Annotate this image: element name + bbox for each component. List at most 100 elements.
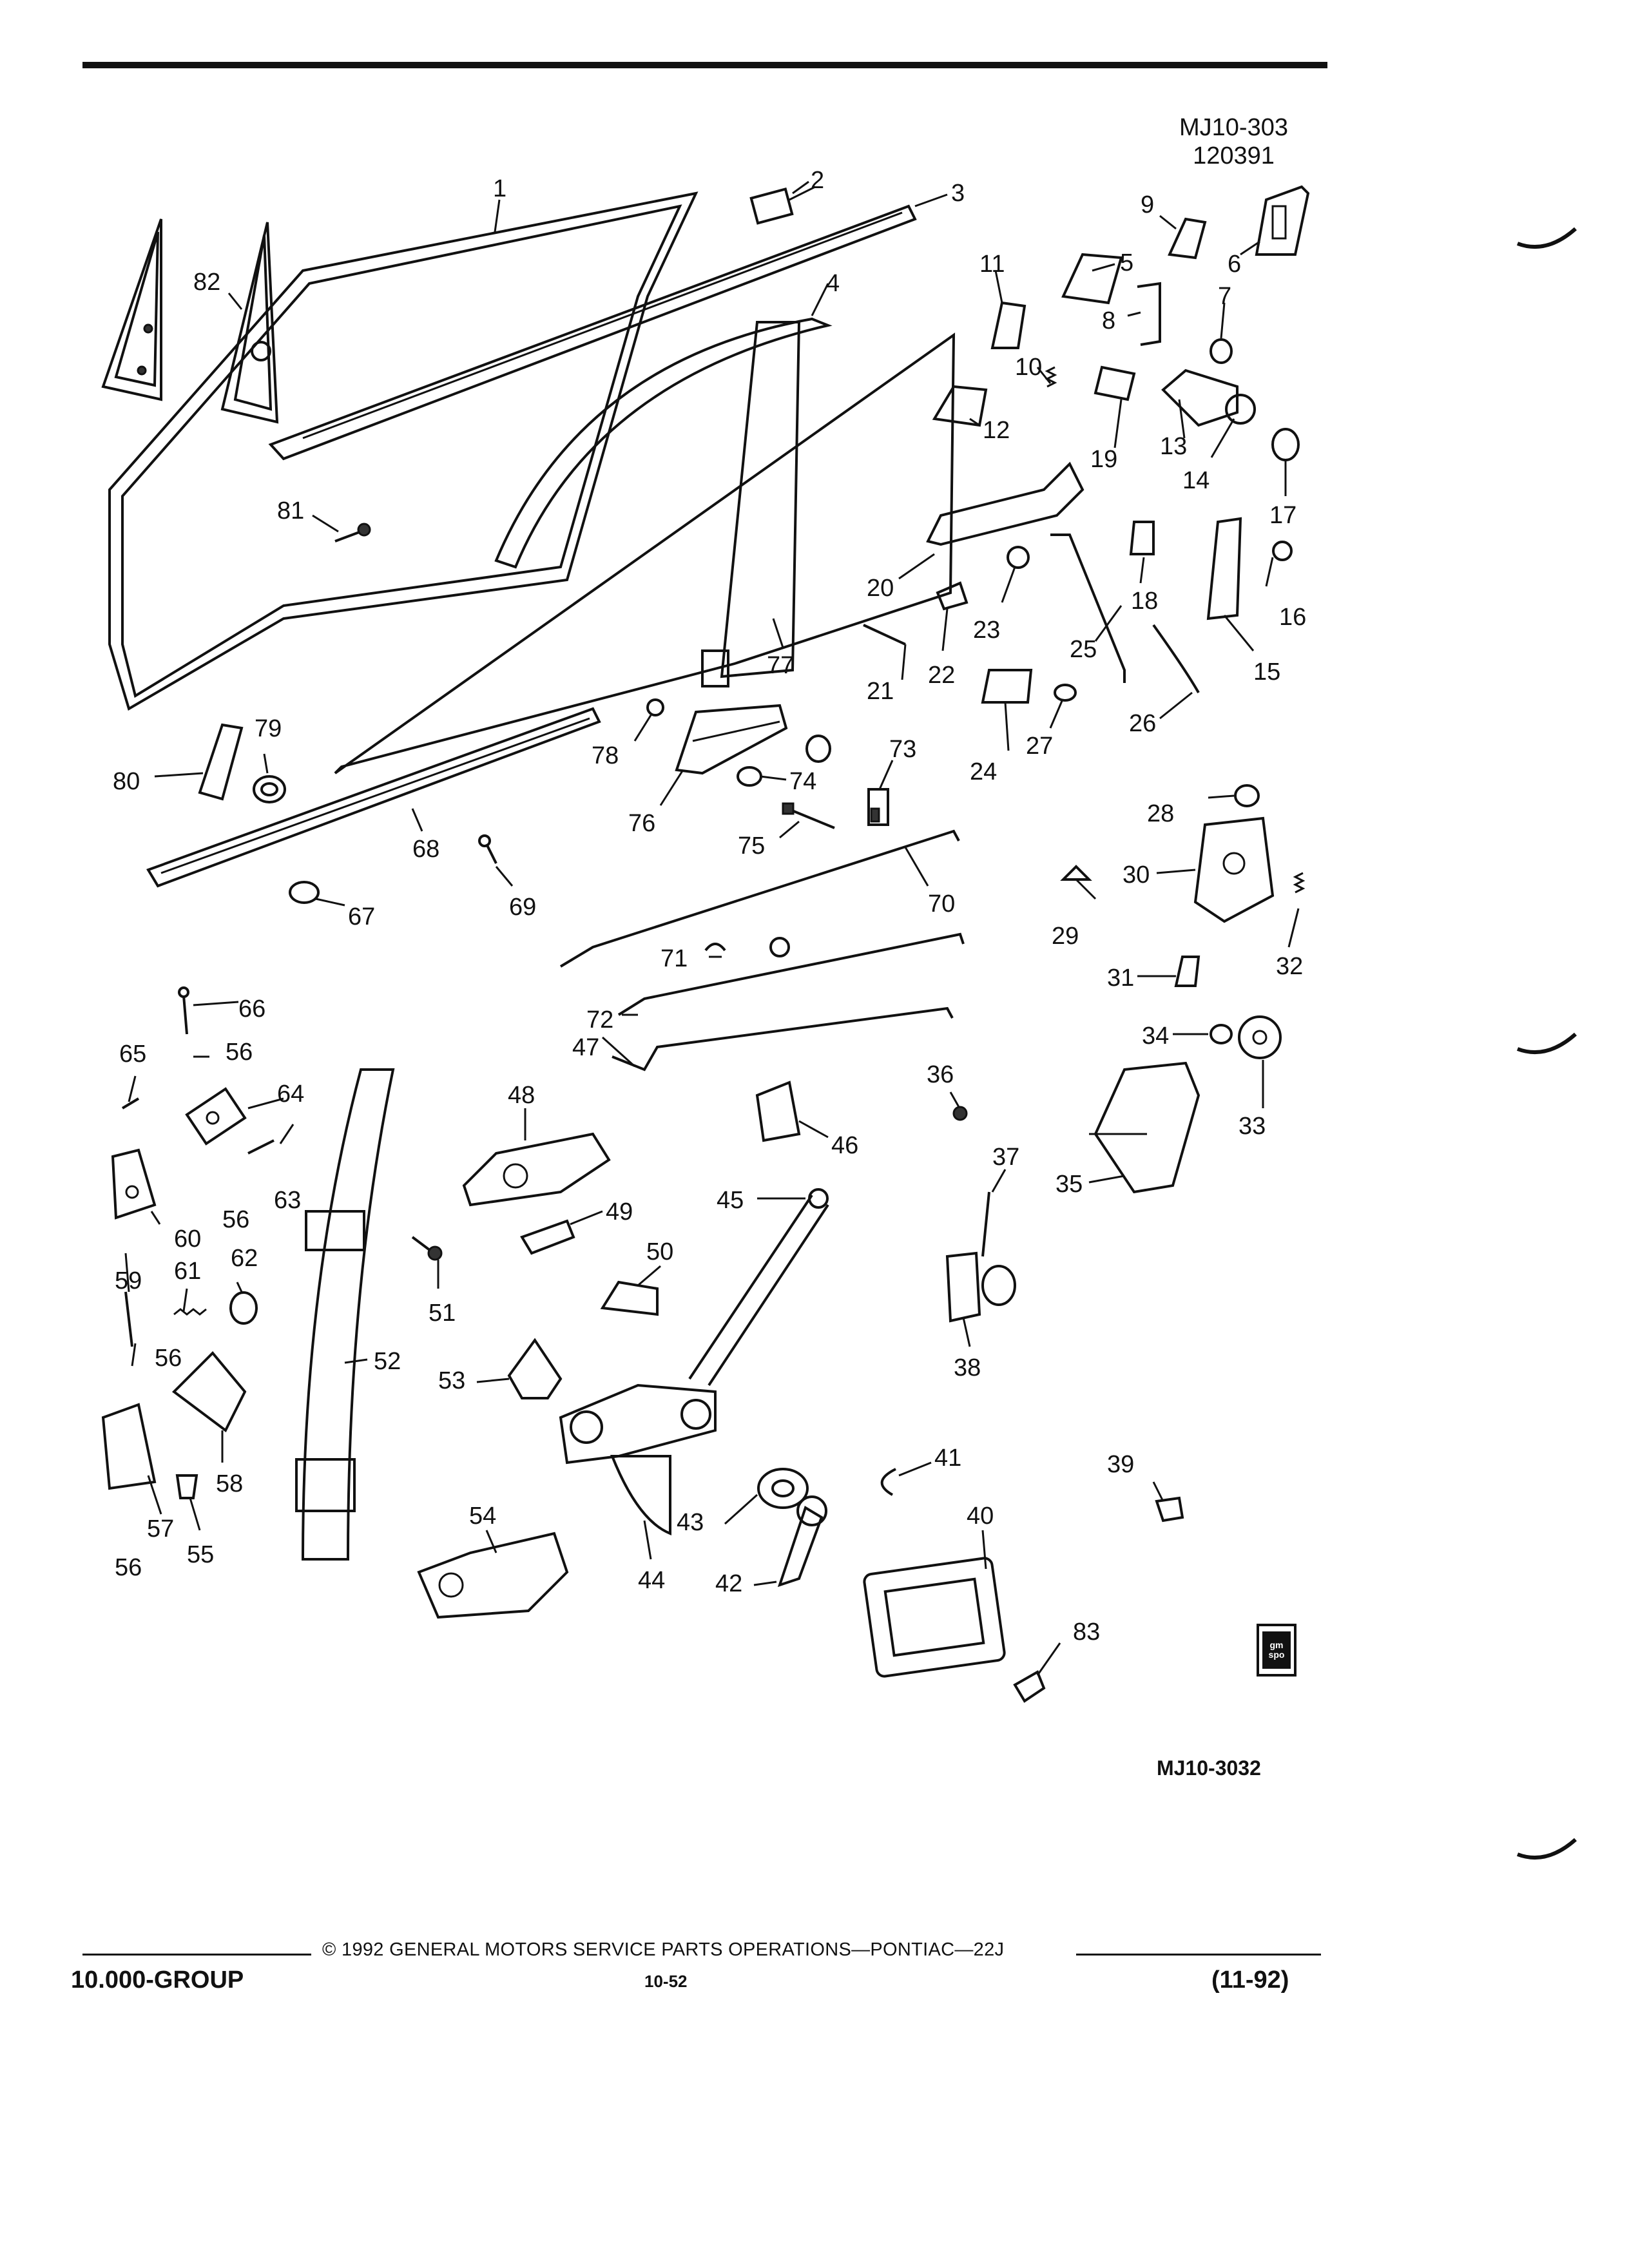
part-59-pin	[124, 1291, 133, 1347]
callout-73: 73	[889, 736, 916, 763]
part-32-spring	[1293, 872, 1306, 894]
callout-58: 58	[216, 1470, 243, 1497]
callout-39: 39	[1107, 1451, 1134, 1478]
callout-9: 9	[1141, 191, 1154, 218]
callout-31: 31	[1107, 965, 1134, 992]
part-29-clip	[1060, 865, 1092, 881]
callout-62: 62	[231, 1245, 258, 1272]
callout-37: 37	[992, 1144, 1019, 1171]
part-24-bracket	[981, 669, 1033, 704]
callout-79: 79	[255, 715, 282, 742]
callout-46: 46	[831, 1132, 858, 1159]
part-27-clip	[1054, 684, 1077, 702]
callout-42: 42	[715, 1570, 742, 1597]
callout-72: 72	[586, 1006, 613, 1033]
callout-22: 22	[928, 662, 955, 689]
callout-34: 34	[1142, 1023, 1169, 1050]
callout-45: 45	[717, 1187, 744, 1214]
callout-44: 44	[638, 1567, 665, 1594]
callout-26: 26	[1129, 710, 1156, 737]
part-63-bolt	[247, 1139, 275, 1155]
part-64-hinge	[185, 1087, 247, 1146]
callout-48: 48	[508, 1082, 535, 1109]
part-58-hinge	[171, 1351, 247, 1433]
callout-70: 70	[928, 890, 955, 918]
callout-3: 3	[951, 180, 965, 207]
part-67-grommet	[289, 881, 320, 904]
part-48-outside-handle-lock	[462, 1132, 611, 1207]
part-82-vent-window-seals	[101, 218, 279, 424]
part-9-bracket	[1168, 217, 1207, 260]
part-40-handle-bezel	[863, 1557, 1006, 1678]
part-41-clip	[880, 1468, 896, 1496]
part-75-bolt	[782, 802, 835, 829]
callout-50: 50	[646, 1238, 673, 1265]
footer-copyright: © 1992 GENERAL MOTORS SERVICE PARTS OPER…	[322, 1939, 1005, 1960]
part-83-clip	[1013, 1670, 1046, 1703]
part-10-spring	[1045, 366, 1057, 388]
margin-mark-1	[1516, 227, 1577, 249]
part-34-washer	[1210, 1024, 1233, 1044]
gm-spo-logo: gm spo	[1257, 1624, 1296, 1677]
part-53-bracket	[507, 1338, 563, 1399]
callout-8: 8	[1102, 307, 1115, 334]
callout-56b: 56	[222, 1206, 249, 1233]
part-51-bolt	[411, 1236, 443, 1261]
part-8-rod	[1137, 282, 1161, 346]
callout-80: 80	[113, 768, 140, 795]
part-52-run-channel	[295, 1068, 395, 1561]
part-38-actuator	[945, 1251, 1016, 1323]
footer-page-number: 10-52	[644, 1972, 688, 1991]
part-68-lower-channel	[146, 707, 601, 888]
part-65-screw	[121, 1097, 140, 1110]
part-78-bumper	[646, 698, 664, 716]
callout-56: 56	[226, 1039, 253, 1066]
footer-date: (11-92)	[1211, 1966, 1289, 1994]
part-30-door-latch	[1193, 816, 1275, 923]
callout-19: 19	[1090, 446, 1117, 473]
callout-38: 38	[954, 1354, 981, 1381]
part-35-lock-bracket	[1089, 1061, 1200, 1194]
callout-25: 25	[1070, 636, 1097, 663]
callout-41: 41	[934, 1445, 961, 1472]
callout-66: 66	[238, 995, 265, 1023]
part-26-rod	[1152, 624, 1200, 693]
part-66-pin	[178, 986, 189, 1035]
callout-54: 54	[469, 1503, 496, 1530]
part-11-clip	[990, 301, 1027, 349]
part-22-knob	[936, 581, 969, 611]
callout-68: 68	[412, 836, 439, 863]
callout-1: 1	[493, 175, 506, 202]
gm-spo-logo-mark: gm spo	[1262, 1631, 1291, 1669]
callout-18: 18	[1131, 588, 1158, 615]
part-37-rod	[981, 1191, 990, 1257]
part-61-spring	[173, 1308, 207, 1316]
callout-56c: 56	[155, 1345, 182, 1372]
part-76-sash-bracket	[675, 704, 788, 775]
callout-36: 36	[927, 1061, 954, 1088]
part-81-screw	[334, 523, 371, 543]
callout-55: 55	[187, 1541, 214, 1568]
callout-13: 13	[1160, 433, 1187, 460]
part-15-striker	[1206, 517, 1242, 620]
callout-11: 11	[979, 251, 1005, 278]
part-43-escutcheon	[757, 1468, 809, 1509]
callout-59: 59	[115, 1267, 142, 1294]
callout-49: 49	[606, 1198, 633, 1225]
callout-52: 52	[374, 1348, 401, 1375]
callout-57: 57	[147, 1515, 174, 1542]
part-6-plate	[1255, 185, 1310, 256]
callout-33: 33	[1239, 1113, 1266, 1140]
callout-32: 32	[1276, 953, 1303, 980]
part-18-clip	[1129, 521, 1155, 555]
callout-17: 17	[1269, 502, 1296, 529]
part-28-nut	[1234, 784, 1260, 807]
callout-30: 30	[1123, 861, 1150, 889]
callout-20: 20	[867, 575, 894, 602]
callout-43: 43	[677, 1509, 704, 1536]
callout-67: 67	[348, 903, 375, 930]
callout-61: 61	[174, 1258, 201, 1285]
part-55-bumper	[175, 1474, 198, 1499]
part-44-regulator	[559, 1383, 717, 1535]
part-71-rod-clip	[704, 943, 726, 952]
